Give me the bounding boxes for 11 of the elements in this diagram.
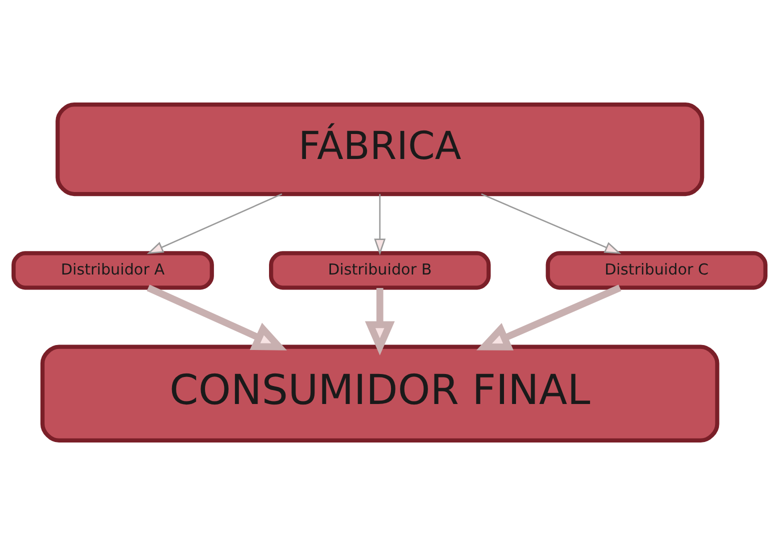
arrow	[146, 284, 287, 350]
node-box: Distribuidor A	[12, 251, 214, 290]
arrow	[146, 193, 282, 254]
node-box: Distribuidor C	[546, 251, 768, 290]
arrow	[481, 193, 622, 254]
node-box: Distribuidor B	[269, 251, 491, 290]
arrow	[364, 288, 395, 356]
arrow	[374, 194, 386, 256]
arrow	[476, 284, 622, 350]
node-box: FÁBRICA	[56, 102, 704, 196]
node-box: CONSUMIDOR FINAL	[40, 344, 720, 443]
